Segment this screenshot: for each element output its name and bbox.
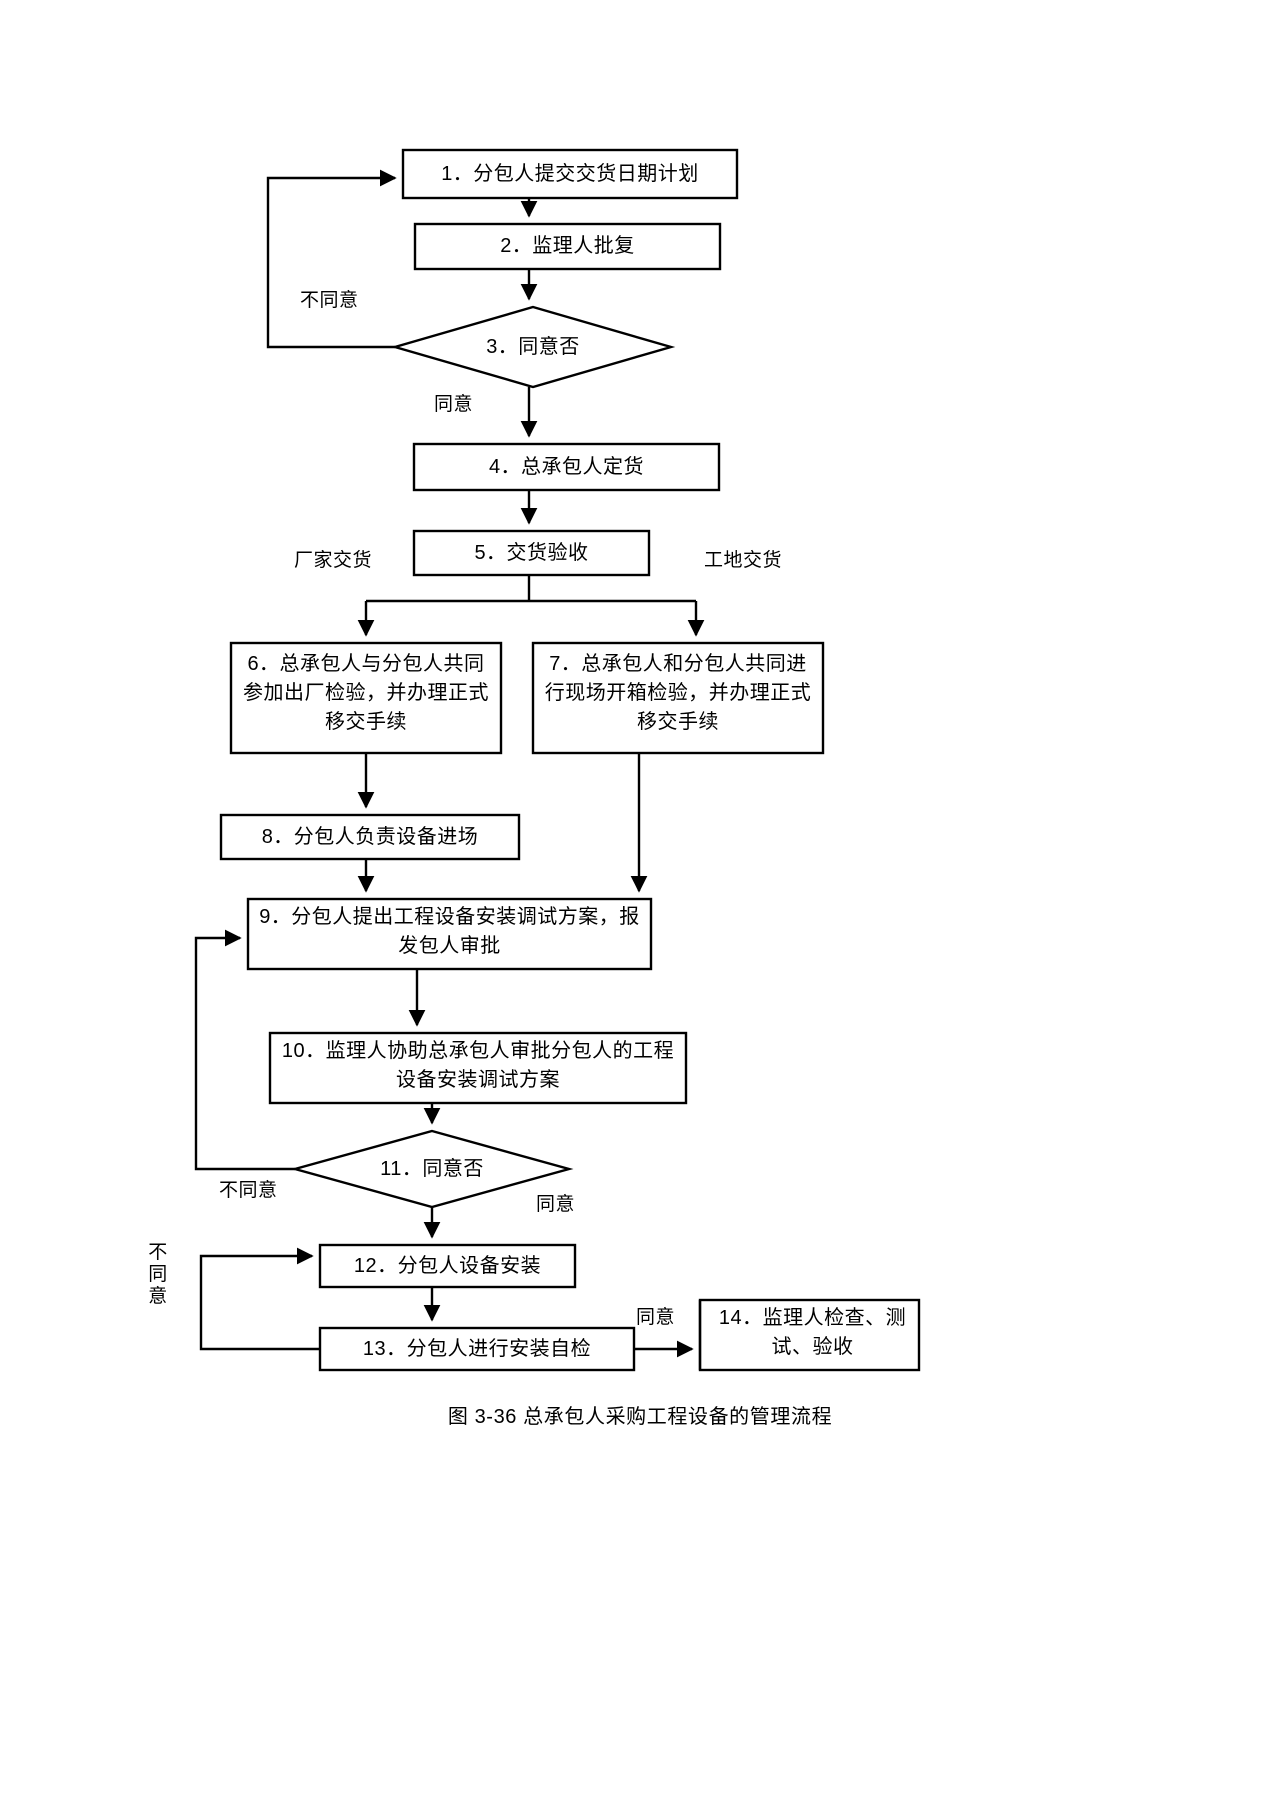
edge-label-disagree-13: 不 同 意 [148, 1242, 168, 1307]
edge-label-factory-delivery: 厂家交货 [294, 550, 373, 571]
node-shape-n3 [390, 305, 676, 389]
node-shape-n4 [412, 442, 721, 492]
node-shape-n10 [268, 1031, 688, 1105]
node-shape-n8 [219, 813, 521, 861]
edge-label-site-delivery: 工地交货 [704, 550, 783, 571]
node-shape-n7 [531, 641, 825, 755]
node-shape-n9 [246, 897, 653, 971]
node-shape-n12 [318, 1243, 577, 1289]
node-shape-n14 [698, 1298, 921, 1372]
figure-caption: 图 3-36 总承包人采购工程设备的管理流程 [447, 1406, 833, 1428]
node-shape-n2 [413, 222, 722, 271]
edge-label-disagree-top: 不同意 [300, 290, 359, 311]
node-shape-n11 [290, 1129, 574, 1209]
node-shape-n1 [401, 148, 739, 200]
edge-label-disagree-11: 不同意 [219, 1180, 278, 1201]
edge-label-agree-top: 同意 [434, 394, 474, 415]
edge-n3-n1-reject [266, 169, 397, 349]
node-shape-n6 [229, 641, 503, 755]
edge-label-agree-11: 同意 [536, 1194, 576, 1215]
node-shape-n13 [318, 1326, 636, 1372]
node-shape-n5 [412, 529, 651, 577]
edge-label-agree-13: 同意 [636, 1307, 676, 1328]
edge-n13-n12-reject [199, 1247, 320, 1351]
edge-n11-n9-reject [194, 929, 295, 1171]
